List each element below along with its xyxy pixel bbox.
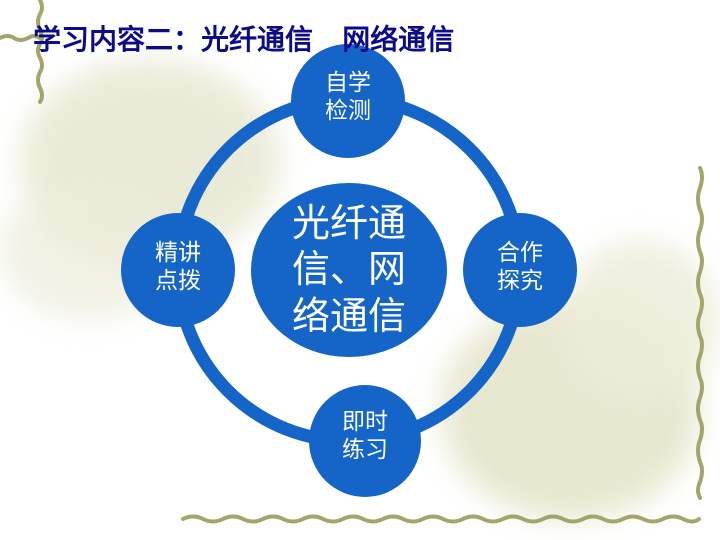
node-label-line: 探究 — [497, 267, 543, 294]
node-label-line: 即时 — [342, 409, 388, 435]
node-circle-top — [291, 44, 405, 158]
center-label-line: 络通信 — [291, 293, 406, 338]
node-label-line: 检测 — [325, 97, 371, 124]
node-label-line: 点拨 — [155, 267, 201, 294]
node-circle-right — [463, 213, 577, 327]
node-label-right: 合作 探究 — [465, 240, 575, 295]
node-circle-bottom — [309, 385, 421, 497]
center-label-line: 光纤通 — [291, 201, 406, 245]
node-label-left: 精讲 点拨 — [123, 240, 233, 295]
node-label-line: 精讲 — [155, 240, 201, 266]
node-label-bottom: 即时 练习 — [310, 409, 420, 464]
center-label-line: 信、网 — [291, 247, 406, 292]
node-label-top: 自学 检测 — [293, 70, 403, 125]
node-label-line: 自学 — [325, 70, 371, 96]
center-circle — [251, 183, 447, 357]
slide-title: 学习内容二：光纤通信 网络通信 — [33, 23, 455, 56]
background-flower-wash — [560, 240, 720, 400]
center-label: 光纤通 信、网 络通信 — [259, 200, 439, 339]
node-circle-left — [121, 213, 235, 327]
node-label-line: 练习 — [342, 436, 388, 463]
node-label-line: 合作 — [497, 240, 543, 266]
